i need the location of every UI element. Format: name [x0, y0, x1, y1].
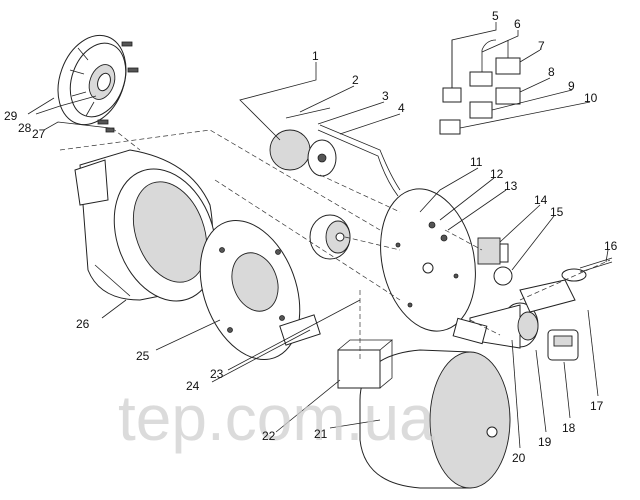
callout-20: 20	[512, 451, 526, 465]
callout-15: 15	[550, 205, 564, 219]
callout-24: 24	[186, 379, 200, 393]
callout-5: 5	[492, 9, 499, 23]
pump-unit	[452, 317, 488, 345]
burner-cover	[359, 349, 511, 489]
transformer	[337, 339, 394, 389]
callout-23: 23	[210, 367, 224, 381]
burner-housing	[74, 149, 217, 302]
callout-3: 3	[382, 89, 389, 103]
callout-17: 17	[590, 399, 604, 413]
callout-1: 1	[312, 49, 319, 63]
callout-28: 28	[18, 121, 32, 135]
motor-plate	[380, 188, 476, 332]
control-box	[547, 329, 579, 361]
fan-wheel	[309, 214, 351, 260]
oil-pipe	[519, 257, 613, 313]
callout-26: 26	[76, 317, 90, 331]
leader-lines	[27, 22, 609, 449]
callout-4: 4	[398, 101, 405, 115]
callout-21: 21	[314, 427, 328, 441]
callout-7: 7	[538, 39, 545, 53]
callout-9: 9	[568, 79, 575, 93]
ring-part	[493, 266, 513, 286]
callout-11: 11	[470, 155, 483, 169]
callout-19: 19	[538, 435, 552, 449]
assembly-dashed-lines	[59, 127, 611, 360]
callout-29: 29	[4, 109, 18, 123]
callout-2: 2	[352, 73, 359, 87]
callout-10: 10	[584, 91, 598, 105]
callout-16: 16	[604, 239, 618, 253]
plug-connectors	[439, 39, 521, 135]
callout-8: 8	[548, 65, 555, 79]
callout-27: 27	[32, 127, 46, 141]
flange-assembly	[57, 34, 139, 133]
callout-22: 22	[262, 429, 276, 443]
connector-block	[477, 237, 509, 265]
callout-12: 12	[490, 167, 504, 181]
watermark: tep.com.ua	[118, 382, 435, 454]
callout-18: 18	[562, 421, 576, 435]
air-damper-assembly	[269, 107, 401, 197]
callout-25: 25	[136, 349, 150, 363]
callout-13: 13	[504, 179, 518, 193]
cover-plate	[199, 220, 301, 360]
part-callouts: 1 2 3 4 5 6 7 8 9 10 11 12 13 14 15 16 1…	[4, 9, 618, 465]
callout-6: 6	[514, 17, 521, 31]
callout-14: 14	[534, 193, 548, 207]
